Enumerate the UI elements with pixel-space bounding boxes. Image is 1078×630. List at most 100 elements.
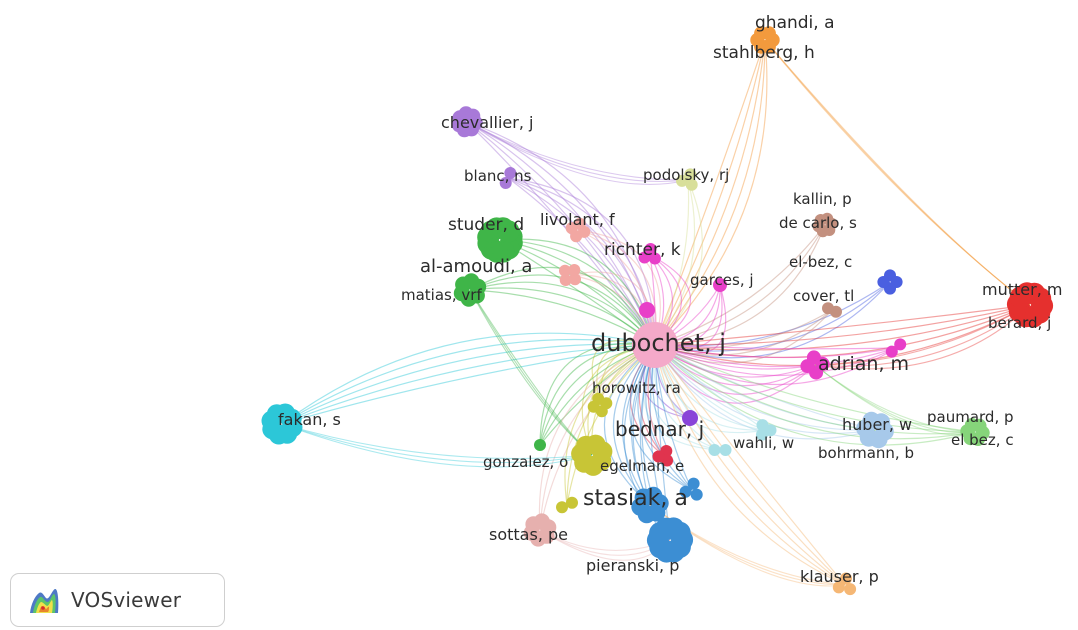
author-label-gonzalez-o[interactable]: gonzalez, o [483,453,568,471]
author-node[interactable] [468,287,485,304]
co-authorship-link [654,304,1031,366]
author-label-kallin-p[interactable]: kallin, p [793,190,852,208]
author-node[interactable] [638,251,651,264]
author-node[interactable] [499,177,512,189]
co-authorship-link [281,344,656,425]
author-label-stahlberg-h[interactable]: stahlberg, h [713,43,815,63]
author-node[interactable] [566,496,578,509]
author-node[interactable] [844,583,857,596]
author-node[interactable] [975,425,990,440]
co-authorship-link [814,364,976,433]
author-label-huber-w[interactable]: huber, w [842,415,912,434]
author-node[interactable] [840,572,852,585]
author-node[interactable] [764,424,777,437]
author-node[interactable] [1023,282,1046,305]
author-node[interactable] [262,419,283,440]
co-authorship-link [654,179,703,346]
author-label-dubochet-j[interactable]: dubochet, j [591,329,726,357]
author-node[interactable] [650,494,669,513]
author-node[interactable] [815,356,830,371]
author-node[interactable] [832,581,845,594]
author-node[interactable] [662,540,685,563]
author-node[interactable] [713,278,727,292]
author-node[interactable] [708,444,721,456]
author-label-pieranski-p[interactable]: pieranski, p [586,556,679,575]
author-node[interactable] [504,167,517,179]
author-label-el-bez-c[interactable]: el-bez, c [789,253,852,271]
author-label-wahli-w[interactable]: wahli, w [733,434,794,452]
author-node[interactable] [523,524,540,541]
co-authorship-link [654,309,833,356]
author-node[interactable] [679,485,692,498]
author-node[interactable] [687,477,700,490]
co-authorship-link [654,344,671,541]
co-authorship-link [654,281,891,352]
author-node[interactable] [685,178,698,191]
author-label-richter-k[interactable]: richter, k [604,240,681,260]
author-node[interactable] [684,168,697,181]
author-label-fakan-s[interactable]: fakan, s [278,410,341,429]
author-label-ghandi-a[interactable]: ghandi, a [755,13,835,33]
author-node[interactable] [644,243,657,255]
author-node[interactable] [885,345,898,358]
author-node[interactable] [587,400,600,413]
author-label-podolsky-rj[interactable]: podolsky, rj [643,166,729,184]
co-authorship-link [466,121,689,183]
author-label-bednar-j[interactable]: bednar, j [615,417,704,441]
author-node[interactable] [559,264,571,277]
author-label-studer-d[interactable]: studer, d [448,215,524,235]
co-authorship-link [281,344,656,425]
co-authorship-link [654,344,897,386]
co-authorship-link [281,423,593,460]
author-node-dubochet[interactable] [632,322,678,368]
author-node[interactable] [690,488,703,501]
author-node[interactable] [467,115,483,131]
author-label-paumard-p[interactable]: paumard, p [927,408,1014,426]
author-node[interactable] [894,338,907,351]
author-node[interactable] [719,444,732,456]
author-node[interactable] [559,274,572,286]
author-label-livolant-f[interactable]: livolant, f [540,210,615,229]
author-node[interactable] [571,443,592,464]
author-label-blanc-ns[interactable]: blanc, ns [464,167,532,185]
author-node[interactable] [822,302,834,315]
author-node[interactable] [652,450,665,463]
author-label-stasiak-a[interactable]: stasiak, a [583,486,688,511]
co-authorship-link [469,281,656,346]
co-authorship-link [281,332,656,425]
author-node[interactable] [648,252,661,265]
author-label-horowitz-ra[interactable]: horowitz, ra [592,379,681,397]
author-label-mutter-m[interactable]: mutter, m [982,280,1062,299]
author-label-al-amoudi-a[interactable]: al-amoudi, a [420,256,532,277]
author-node[interactable] [534,439,546,451]
author-label-adrian-m[interactable]: adrian, m [818,353,909,375]
author-node[interactable] [639,302,655,318]
author-node[interactable] [872,413,891,432]
author-node[interactable] [565,222,578,235]
author-label-chevallier-j[interactable]: chevallier, j [441,113,533,132]
author-node[interactable] [682,410,698,426]
author-label-berard-j[interactable]: berard, j [988,314,1051,332]
author-label-bohrmann-b[interactable]: bohrmann, b [818,444,914,462]
author-node[interactable] [812,220,825,233]
author-node[interactable] [676,174,688,187]
author-label-garces-j[interactable]: garces, j [690,271,754,289]
author-node[interactable] [569,273,581,286]
author-label-sottas-pe[interactable]: sottas, pe [489,525,568,544]
author-label-klauser-p[interactable]: klauser, p [800,567,879,586]
author-label-egelman-e[interactable]: egelman, e [600,457,684,475]
author-node[interactable] [556,501,568,514]
author-node[interactable] [497,220,520,243]
author-label-de-carlo-s[interactable]: de carlo, s [779,214,857,232]
co-authorship-link [469,287,656,346]
author-label-cover-tl[interactable]: cover, tl [793,287,854,305]
vosviewer-heatmap-icon [30,588,59,613]
author-node[interactable] [761,26,776,41]
author-node[interactable] [877,276,890,288]
author-node[interactable] [568,264,581,276]
author-label-el-bez-c[interactable]: el bez, c [951,431,1014,449]
co-authorship-link [539,344,656,531]
co-authorship-link [654,304,1031,358]
author-label-matias-vrf[interactable]: matias, vrf [401,286,482,304]
